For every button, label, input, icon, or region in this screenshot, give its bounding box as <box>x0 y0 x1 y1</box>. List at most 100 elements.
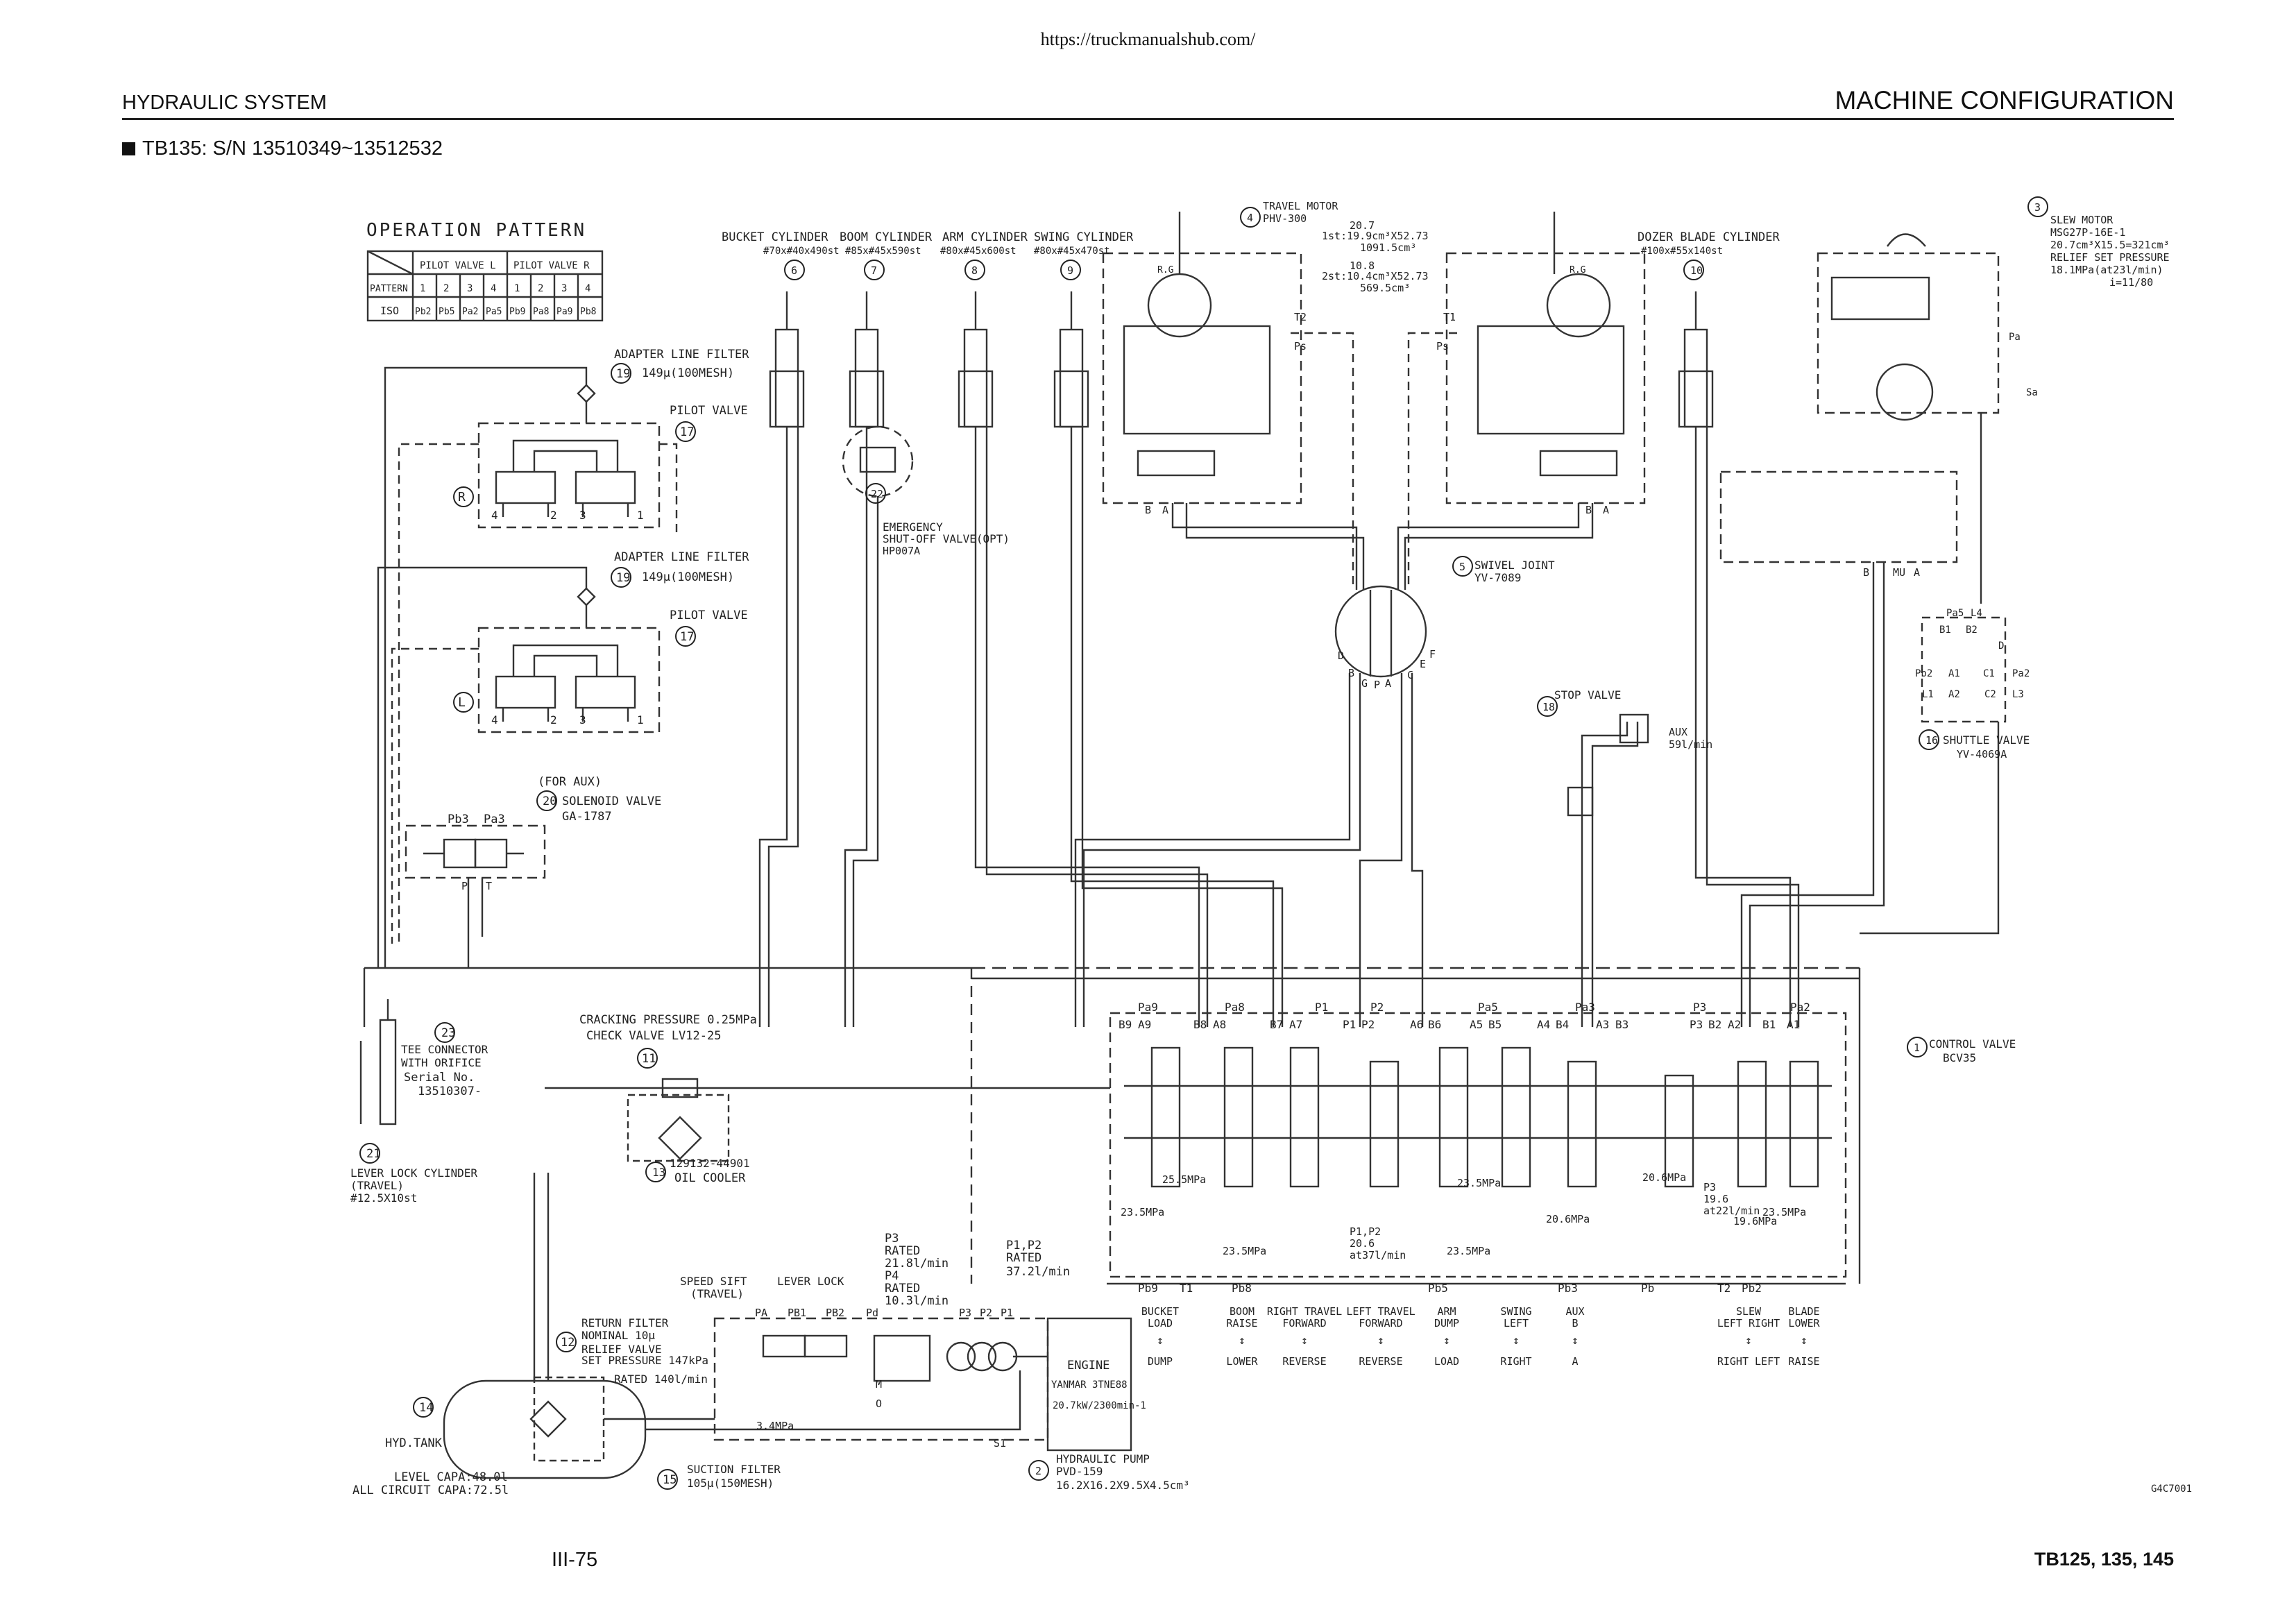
c21-num: 21 <box>366 1147 380 1161</box>
pump-rated-label: RATED <box>885 1244 920 1258</box>
function-label-top-2: B <box>1572 1317 1578 1329</box>
pattern-iso-cell: Pb9 <box>509 307 525 317</box>
valve-port-label: A8 <box>1213 1018 1226 1031</box>
valve-port-label: A1 <box>1787 1018 1800 1031</box>
travel-rg-left: R.G <box>1157 265 1174 275</box>
shuttle-port-label: Pb2 <box>1915 668 1932 679</box>
valve-port-label: B7 <box>1270 1018 1283 1031</box>
c15-spec: 105μ(150MESH) <box>687 1477 774 1490</box>
c3-num: 3 <box>2034 201 2041 214</box>
relief-pressure-label: 23.5MPa <box>1762 1206 1806 1218</box>
lever-lock-label: LEVER LOCK <box>777 1275 844 1288</box>
pattern-number-cell: 3 <box>467 283 473 294</box>
p12-note-1: P1,P2 <box>1350 1225 1381 1238</box>
pump-rated-label: 21.8l/min <box>885 1257 949 1271</box>
valve-port-label: P3 <box>1690 1018 1703 1031</box>
pattern-row1-label: PATTERN <box>370 284 408 294</box>
source-url: https://truckmanualshub.com/ <box>1040 29 1256 49</box>
c19-num-lower: 19 <box>616 571 630 585</box>
c11-num: 11 <box>642 1052 656 1066</box>
valve-pilot-port-label: P3 <box>1693 1001 1706 1014</box>
c13-line1: 129132-44901 <box>670 1157 750 1170</box>
subtitle-text: TB135: S/N 13510349~13512532 <box>142 137 443 160</box>
page-number: III-75 <box>552 1549 598 1571</box>
pilot-r-port-3: 3 <box>579 509 586 522</box>
c3-model: MSG27P-16E-1 <box>2050 226 2125 239</box>
c16-model: YV-4069A <box>1957 748 2007 760</box>
c12-line2: NOMINAL 10μ <box>581 1329 655 1342</box>
speed-shift-sub: (TRAVEL) <box>690 1287 744 1300</box>
c20-name: SOLENOID VALVE <box>562 794 661 808</box>
model-serial-subtitle: TB135: S/N 13510349~13512532 <box>122 137 443 160</box>
pump-port-m: M <box>876 1378 882 1391</box>
travel-rg-right: R.G <box>1570 265 1586 275</box>
valve-bottom-port-label: Pb2 <box>1742 1282 1762 1295</box>
function-label-bottom: REVERSE <box>1359 1355 1402 1368</box>
c21-line1: LEVER LOCK CYLINDER <box>350 1166 477 1180</box>
pilot-l-port-2: 2 <box>550 713 557 726</box>
slew-mu: MU <box>1893 566 1905 579</box>
pattern-iso-cell: Pb8 <box>580 307 596 317</box>
ll-port-pb2: PB2 <box>826 1307 844 1319</box>
ll-port-pa: PA <box>755 1307 767 1319</box>
c11-line2: CHECK VALVE LV12-25 <box>586 1029 721 1043</box>
bullet-square-icon <box>122 142 135 155</box>
c20-num: 20 <box>543 794 556 808</box>
pump-port-p2: P2 <box>980 1307 992 1319</box>
pattern-iso-cell: Pa9 <box>556 307 572 317</box>
swivel-port-label: B <box>1348 667 1354 679</box>
c9-name: SWING CYLINDER <box>1034 230 1134 244</box>
c22-line1: EMERGENCY <box>883 520 943 534</box>
c10-name: DOZER BLADE CYLINDER <box>1638 230 1780 244</box>
relief-pressure-label: 20.6MPa <box>1546 1213 1590 1225</box>
pattern-iso-cell: Pa8 <box>533 307 549 317</box>
travel-ps-right: Ps <box>1436 340 1449 352</box>
c17-num-lower: 17 <box>680 630 694 644</box>
travel-a-left: A <box>1162 504 1168 516</box>
function-label-bottom: REVERSE <box>1282 1355 1326 1368</box>
c19-spec-upper: 149μ(100MESH) <box>642 366 734 380</box>
valve-port-label: A4 <box>1537 1018 1550 1031</box>
pump-rated-label: P1,P2 <box>1006 1239 1041 1252</box>
c9-spec: #80x#45x470st <box>1034 246 1110 257</box>
c18-aux1: AUX <box>1669 726 1687 738</box>
c4-name: TRAVEL MOTOR <box>1263 200 1338 212</box>
valve-port-label: B4 <box>1556 1018 1569 1031</box>
c14-line2: ALL CIRCUIT CAPA:72.5l <box>352 1484 509 1497</box>
pattern-group-r: PILOT VALVE R <box>513 260 590 271</box>
c5-num: 5 <box>1459 561 1465 573</box>
engine-power: 20.7kW/2300min-1 <box>1053 1400 1146 1411</box>
c7-spec: #85x#45x590st <box>845 246 921 257</box>
pattern-number-cell: 3 <box>561 283 567 294</box>
pattern-iso-cell: Pb2 <box>415 307 431 317</box>
valve-port-label: A5 <box>1470 1018 1483 1031</box>
c21-line2: (TRAVEL) <box>350 1179 404 1192</box>
valve-port-label: B8 <box>1193 1018 1207 1031</box>
pattern-iso-cell: Pa5 <box>486 307 502 317</box>
c19-name-upper: ADAPTER LINE FILTER <box>614 348 749 362</box>
diagram-lines <box>359 212 2007 1479</box>
pattern-number-cell: 4 <box>491 283 496 294</box>
function-label-top: SLEW <box>1736 1305 1762 1318</box>
direction-arrow-icon: ↕ <box>1513 1334 1520 1347</box>
pilot-l-port-1: 1 <box>637 713 644 726</box>
c14-num: 14 <box>419 1401 433 1415</box>
c12-line5: RATED 140l/min <box>614 1373 708 1386</box>
direction-arrow-icon: ↕ <box>1377 1334 1384 1347</box>
shuttle-port-label: C2 <box>1984 689 1996 700</box>
direction-arrow-icon: ↕ <box>1239 1334 1245 1347</box>
pilot-r-port-1: 1 <box>637 509 644 522</box>
diagram-labels: OPERATION PATTERN PILOT VALVE L PILOT VA… <box>350 200 2192 1497</box>
pump-rated-label: RATED <box>885 1282 920 1295</box>
direction-arrow-icon: ↕ <box>1157 1334 1164 1347</box>
c5-name: SWIVEL JOINT <box>1474 559 1555 572</box>
function-label-bottom: DUMP <box>1148 1355 1173 1368</box>
swivel-port-label: F <box>1429 648 1436 661</box>
lever-lock-pressure: 3.4MPa <box>756 1420 794 1432</box>
c18-name: STOP VALVE <box>1554 688 1621 702</box>
c4-spec1: 20.7 <box>1350 219 1375 232</box>
c17-name-upper: PILOT VALVE <box>670 404 748 418</box>
pilot-l-port-4: 4 <box>491 713 498 726</box>
